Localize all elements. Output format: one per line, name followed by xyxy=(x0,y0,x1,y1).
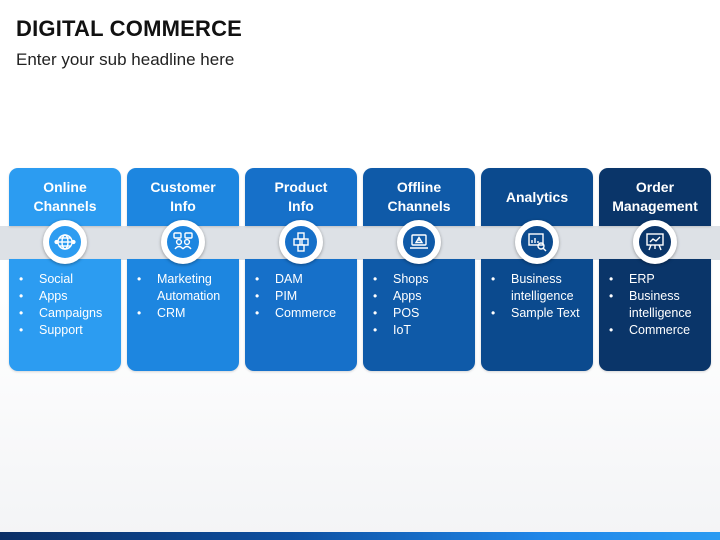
list-item: Shops xyxy=(371,271,471,288)
column-offline-channels: Offline Channels Shops Apps POS IoT xyxy=(363,168,475,371)
bullet-list: Business intelligence Sample Text xyxy=(489,271,589,322)
footer-accent-bar xyxy=(0,532,720,540)
column-product-info: Product Info DAM PIM Commerce xyxy=(245,168,357,371)
list-item: Social xyxy=(17,271,117,288)
bullet-list: Marketing Automation CRM xyxy=(135,271,235,322)
list-item: Sample Text xyxy=(489,305,589,322)
icon-circle xyxy=(509,220,565,264)
column-heading: Customer Info xyxy=(127,168,239,226)
list-item: Marketing Automation xyxy=(135,271,235,305)
column-body: Marketing Automation CRM xyxy=(127,259,239,371)
bullet-list: DAM PIM Commerce xyxy=(253,271,353,322)
column-heading: Online Channels xyxy=(9,168,121,226)
page-subtitle: Enter your sub headline here xyxy=(16,50,235,69)
list-item: DAM xyxy=(253,271,353,288)
column-heading: Order Management xyxy=(599,168,711,226)
list-item: Apps xyxy=(371,288,471,305)
list-item: CRM xyxy=(135,305,235,322)
column-body: Social Apps Campaigns Support xyxy=(9,259,121,371)
list-item: IoT xyxy=(371,322,471,339)
column-analytics: Analytics Business intelligence Sample T… xyxy=(481,168,593,371)
globe-network-icon xyxy=(54,234,76,250)
list-item: ERP xyxy=(607,271,707,288)
column-customer-info: Customer Info Marketing Automation CRM xyxy=(127,168,239,371)
icon-band xyxy=(0,226,720,260)
list-item: Commerce xyxy=(607,322,707,339)
list-item: Business intelligence xyxy=(607,288,707,322)
analytics-board-icon xyxy=(528,233,547,252)
icon-circle xyxy=(627,220,683,264)
icon-circle xyxy=(37,220,93,264)
icon-circle xyxy=(391,220,447,264)
list-item: PIM xyxy=(253,288,353,305)
icon-circle xyxy=(155,220,211,264)
presentation-board-icon xyxy=(646,233,664,251)
list-item: Campaigns xyxy=(17,305,117,322)
column-body: Business intelligence Sample Text xyxy=(481,259,593,371)
bullet-list: ERP Business intelligence Commerce xyxy=(607,271,707,339)
list-item: Support xyxy=(17,322,117,339)
list-item: Business intelligence xyxy=(489,271,589,305)
icon-circle xyxy=(273,220,329,264)
list-item: Apps xyxy=(17,288,117,305)
bullet-list: Shops Apps POS IoT xyxy=(371,271,471,339)
column-heading: Analytics xyxy=(481,168,593,226)
column-body: Shops Apps POS IoT xyxy=(363,259,475,371)
laptop-alert-icon xyxy=(410,234,428,249)
column-online-channels: Online Channels Social Apps Campaigns Su… xyxy=(9,168,121,371)
column-order-management: Order Management ERP Business intelligen… xyxy=(599,168,711,371)
column-heading: Offline Channels xyxy=(363,168,475,226)
page-title: DIGITAL COMMERCE xyxy=(16,16,243,41)
list-item: POS xyxy=(371,305,471,322)
column-body: ERP Business intelligence Commerce xyxy=(599,259,711,371)
product-boxes-icon xyxy=(293,232,309,252)
column-body: DAM PIM Commerce xyxy=(245,259,357,371)
customer-chat-icon xyxy=(173,232,193,250)
list-item: Commerce xyxy=(253,305,353,322)
bullet-list: Social Apps Campaigns Support xyxy=(17,271,117,339)
column-heading: Product Info xyxy=(245,168,357,226)
